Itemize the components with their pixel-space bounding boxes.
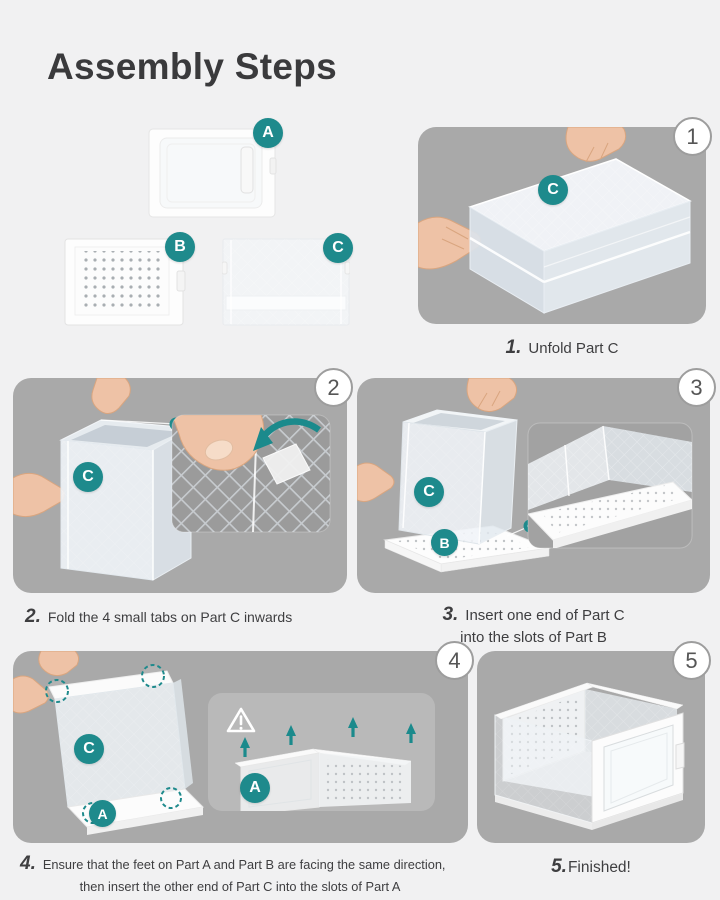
hand-top bbox=[466, 378, 518, 412]
step-1-caption: 1. Unfold Part C bbox=[418, 337, 706, 359]
step-5-caption-number: 5. bbox=[551, 856, 567, 877]
step-3-caption-line1: Insert one end of Part C bbox=[465, 607, 625, 624]
step-1-panel: C 1 bbox=[418, 117, 712, 324]
part-b-badge: B bbox=[431, 529, 458, 556]
step-4-caption-line1: Ensure that the feet on Part A and Part … bbox=[42, 857, 446, 872]
hand-top bbox=[38, 651, 80, 677]
step-3-caption-line2: into the slots of Part B bbox=[460, 629, 607, 646]
hand-left bbox=[13, 675, 50, 714]
step-3-number: 3 bbox=[677, 368, 716, 407]
part-a-badge-inset: A bbox=[240, 773, 270, 803]
step-4-number: 4 bbox=[435, 641, 474, 680]
step-3-caption-number: 3. bbox=[442, 604, 459, 625]
step-2-caption-number: 2. bbox=[25, 606, 41, 627]
hand-top bbox=[91, 378, 131, 414]
part-a-badge: A bbox=[89, 800, 116, 827]
part-a-illustration bbox=[148, 128, 277, 218]
part-c-badge: C bbox=[73, 462, 103, 492]
part-b-illustration bbox=[64, 238, 186, 326]
step-1-illustration bbox=[418, 127, 692, 314]
part-c-badge: C bbox=[538, 175, 568, 205]
step-3-illustration bbox=[357, 378, 693, 573]
step-5-caption: 5.Finished! bbox=[477, 856, 705, 878]
step-2-caption-text: Fold the 4 small tabs on Part C inwards bbox=[47, 609, 293, 625]
warning-icon bbox=[226, 707, 256, 733]
part-c-badge: C bbox=[414, 477, 444, 507]
step-1-caption-text: Unfold Part C bbox=[528, 340, 619, 357]
step-2-illustration bbox=[13, 378, 331, 581]
tab-closeup bbox=[262, 443, 311, 485]
part-a-badge: A bbox=[253, 118, 283, 148]
page-title: Assembly Steps bbox=[47, 46, 338, 87]
step-5-panel: 5 bbox=[477, 641, 711, 843]
step-5-number: 5 bbox=[672, 641, 711, 680]
step-3-caption: 3. Insert one end of Part C into the slot… bbox=[357, 604, 710, 646]
step-1-number: 1 bbox=[673, 117, 712, 156]
step-2-caption: 2. Fold the 4 small tabs on Part C inward… bbox=[25, 606, 292, 628]
step-4-caption-line2: then insert the other end of Part C into… bbox=[79, 879, 401, 894]
step-2-panel: C 2 bbox=[13, 368, 353, 593]
fold-arrow-icon bbox=[253, 418, 321, 451]
hand-left bbox=[13, 472, 65, 518]
hand-top bbox=[565, 127, 627, 162]
step-3-panel: C B 3 bbox=[357, 368, 716, 593]
step-1-caption-number: 1. bbox=[505, 337, 522, 358]
part-c-badge: C bbox=[323, 233, 353, 263]
step-5-caption-text: Finished! bbox=[567, 859, 631, 876]
step-4-caption: 4. Ensure that the feet on Part A and Par… bbox=[20, 853, 460, 894]
step-4-caption-number: 4. bbox=[20, 853, 36, 874]
up-arrow-icons bbox=[240, 717, 416, 757]
part-c-illustration bbox=[222, 238, 350, 326]
part-b-badge: B bbox=[165, 232, 195, 262]
step-5-illustration bbox=[494, 682, 685, 830]
part-c-badge: C bbox=[74, 734, 104, 764]
hand-left bbox=[357, 462, 395, 503]
step-4-panel: C A A 4 bbox=[13, 641, 474, 843]
step-2-number: 2 bbox=[314, 368, 353, 407]
